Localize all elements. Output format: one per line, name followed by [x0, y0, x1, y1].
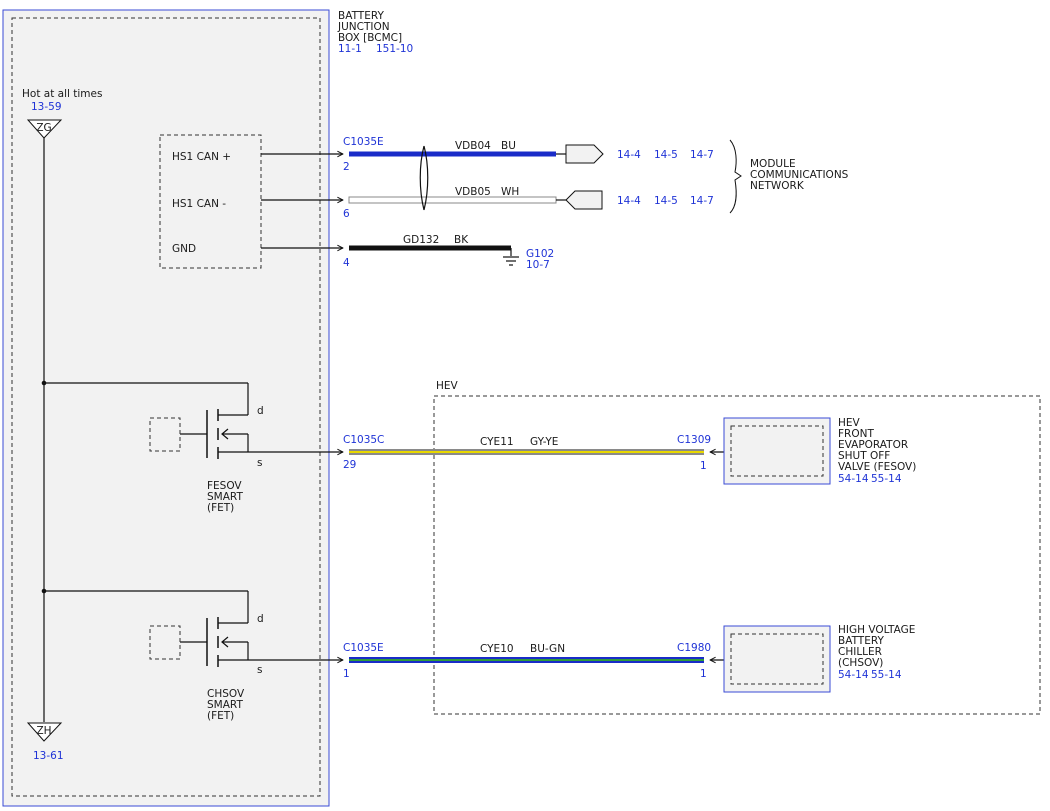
- ref-14-4-b[interactable]: 14-4: [617, 195, 641, 207]
- can-module-box: [159, 134, 262, 269]
- hot-at-all-times-label: Hot at all times: [22, 88, 102, 100]
- bottom-ref-link[interactable]: 13-61: [33, 750, 64, 762]
- chsov-fet-label-2: SMART: [207, 699, 243, 711]
- network-label-3: NETWORK: [750, 180, 805, 192]
- bus-zh-triangle: [26, 722, 63, 742]
- fesov-component[interactable]: [723, 417, 831, 485]
- chsov-component-inner: [730, 633, 824, 685]
- fesov-label-1: HEV: [838, 417, 861, 429]
- c1035c-label[interactable]: C1035C: [343, 434, 384, 446]
- chsov-label-1: HIGH VOLTAGE: [838, 624, 915, 636]
- bu-gn-label: BU-GN: [530, 643, 565, 655]
- bjb-title-line-2: JUNCTION: [337, 21, 390, 33]
- network-label-1: MODULE: [750, 158, 796, 170]
- hev-box: [433, 395, 1041, 715]
- pin-2-label: 2: [343, 161, 350, 173]
- chsov-component[interactable]: [723, 625, 831, 693]
- fesov-fet-label-1: FESOV: [207, 480, 242, 492]
- fesov-ref-b[interactable]: 55-14: [871, 473, 902, 485]
- hev-label: HEV: [436, 380, 459, 392]
- chsov-label-4: (CHSOV): [838, 657, 883, 669]
- gnd-label: GND: [172, 243, 196, 255]
- fesov-label-2: FRONT: [838, 428, 874, 440]
- twisted-pair-symbol: [419, 145, 429, 211]
- fesov-label-5: VALVE (FESOV): [838, 461, 916, 473]
- fesov-component-inner: [730, 425, 824, 477]
- fesov-fet-label-3: (FET): [207, 502, 234, 514]
- fesov-d-label: d: [257, 405, 264, 417]
- fesov-label-3: EVAPORATOR: [838, 439, 908, 451]
- c1309-pin-label: 1: [700, 460, 707, 472]
- ground-symbol: [503, 256, 519, 266]
- chsov-fet-label-1: CHSOV: [207, 688, 245, 700]
- g102-ref[interactable]: 10-7: [526, 259, 550, 271]
- offpage-arrow-in[interactable]: [565, 190, 603, 210]
- pin-4-label: 4: [343, 257, 350, 269]
- cye11-label: CYE11: [480, 436, 514, 448]
- chsov-label-3: CHILLER: [838, 646, 882, 658]
- network-bracket: [729, 139, 742, 214]
- vdb05-label: VDB05: [455, 186, 491, 198]
- g102-label[interactable]: G102: [526, 248, 554, 260]
- ref-14-7-a[interactable]: 14-7: [690, 149, 714, 161]
- chsov-fet-label-3: (FET): [207, 710, 234, 722]
- chsov-ref-a[interactable]: 54-14: [838, 669, 869, 681]
- bus-zg-label: ZG: [36, 122, 51, 134]
- cye10-label: CYE10: [480, 643, 514, 655]
- vdb04-label: VDB04: [455, 140, 491, 152]
- bus-zh-label: ZH: [36, 725, 51, 737]
- gd132-label: GD132: [403, 234, 439, 246]
- bjb-ref-b[interactable]: 151-10: [376, 43, 413, 55]
- chsov-s-label: s: [257, 664, 262, 676]
- ref-14-5-b[interactable]: 14-5: [654, 195, 678, 207]
- gy-ye-label: GY-YE: [530, 436, 558, 448]
- wire-vdb05[interactable]: [348, 196, 557, 204]
- pin-29-label: 29: [343, 459, 356, 471]
- bjb-inner-dashed: [11, 17, 321, 797]
- bjb-title: BATTERY JUNCTION BOX [BCMC] 11-1 151-10: [337, 10, 413, 55]
- c1309-label[interactable]: C1309: [677, 434, 711, 446]
- bk-label: BK: [454, 234, 469, 246]
- ref-14-4-a[interactable]: 14-4: [617, 149, 641, 161]
- hs1-can-plus-label: HS1 CAN +: [172, 151, 231, 163]
- hs1-can-minus-label: HS1 CAN -: [172, 198, 226, 210]
- ref-14-5-a[interactable]: 14-5: [654, 149, 678, 161]
- hot-ref-link[interactable]: 13-59: [31, 101, 62, 113]
- pin-6-label: 6: [343, 208, 350, 220]
- bjb-title-line-3: BOX [BCMC]: [338, 32, 402, 44]
- bjb-ref-a[interactable]: 11-1: [338, 43, 362, 55]
- fesov-s-label: s: [257, 457, 262, 469]
- bu-label: BU: [501, 140, 516, 152]
- c1035e-top-label[interactable]: C1035E: [343, 136, 384, 148]
- chsov-ref-b[interactable]: 55-14: [871, 669, 902, 681]
- chsov-label-2: BATTERY: [838, 635, 884, 647]
- offpage-arrow-out[interactable]: [565, 144, 604, 164]
- fesov-ref-a[interactable]: 54-14: [838, 473, 869, 485]
- network-label-2: COMMUNICATIONS: [750, 169, 849, 181]
- c1980-label[interactable]: C1980: [677, 642, 711, 654]
- chsov-d-label: d: [257, 613, 264, 625]
- bjb-title-line-1: BATTERY: [338, 10, 384, 22]
- bjb-outline: [2, 9, 330, 807]
- fesov-fet: [41, 380, 249, 459]
- wh-label: WH: [501, 186, 519, 198]
- fesov-fet-label-2: SMART: [207, 491, 243, 503]
- chsov-fet: [41, 588, 249, 667]
- bus-zg-triangle: [26, 119, 63, 139]
- pin-1-label: 1: [343, 668, 350, 680]
- fesov-label-4: SHUT OFF: [838, 450, 890, 462]
- c1035e-bottom-label[interactable]: C1035E: [343, 642, 384, 654]
- ref-14-7-b[interactable]: 14-7: [690, 195, 714, 207]
- c1980-pin-label: 1: [700, 668, 707, 680]
